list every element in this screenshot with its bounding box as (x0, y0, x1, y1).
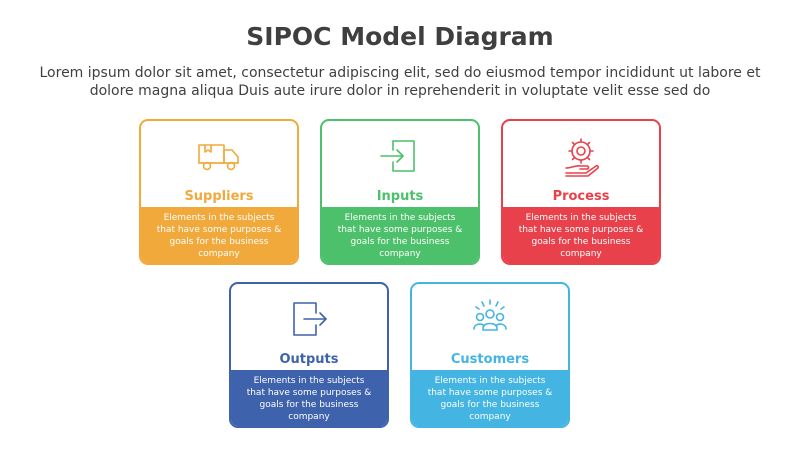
card-label: Process (552, 189, 610, 204)
card-outputs: Outputs Elements in the subjects that ha… (229, 282, 389, 428)
card-description: Elements in the subjects that have some … (427, 376, 553, 422)
card-customers: Customers Elements in the subjects that … (410, 282, 570, 428)
delivery-truck-icon (141, 135, 297, 177)
card-band: Elements in the subjects that have some … (231, 370, 387, 426)
customers-group-icon (412, 298, 568, 340)
card-band: Elements in the subjects that have some … (322, 207, 478, 263)
card-description: Elements in the subjects that have some … (246, 376, 372, 422)
card-description: Elements in the subjects that have some … (156, 213, 282, 259)
sign-out-icon (231, 298, 387, 340)
card-label: Inputs (376, 189, 424, 204)
card-band: Elements in the subjects that have some … (141, 207, 297, 263)
card-band: Elements in the subjects that have some … (412, 370, 568, 426)
card-suppliers: Suppliers Elements in the subjects that … (139, 119, 299, 265)
card-description: Elements in the subjects that have some … (337, 213, 463, 259)
card-label: Customers (450, 352, 530, 367)
card-process: Process Elements in the subjects that ha… (501, 119, 661, 265)
card-label: Outputs (279, 352, 339, 367)
card-inputs: Inputs Elements in the subjects that hav… (320, 119, 480, 265)
gear-hand-icon (503, 135, 659, 177)
page-subtitle: Lorem ipsum dolor sit amet, consectetur … (39, 65, 761, 99)
card-band: Elements in the subjects that have some … (503, 207, 659, 263)
card-label: Suppliers (184, 189, 254, 204)
sign-in-icon (322, 135, 478, 177)
page-title: SIPOC Model Diagram (246, 22, 554, 51)
card-description: Elements in the subjects that have some … (518, 213, 644, 259)
